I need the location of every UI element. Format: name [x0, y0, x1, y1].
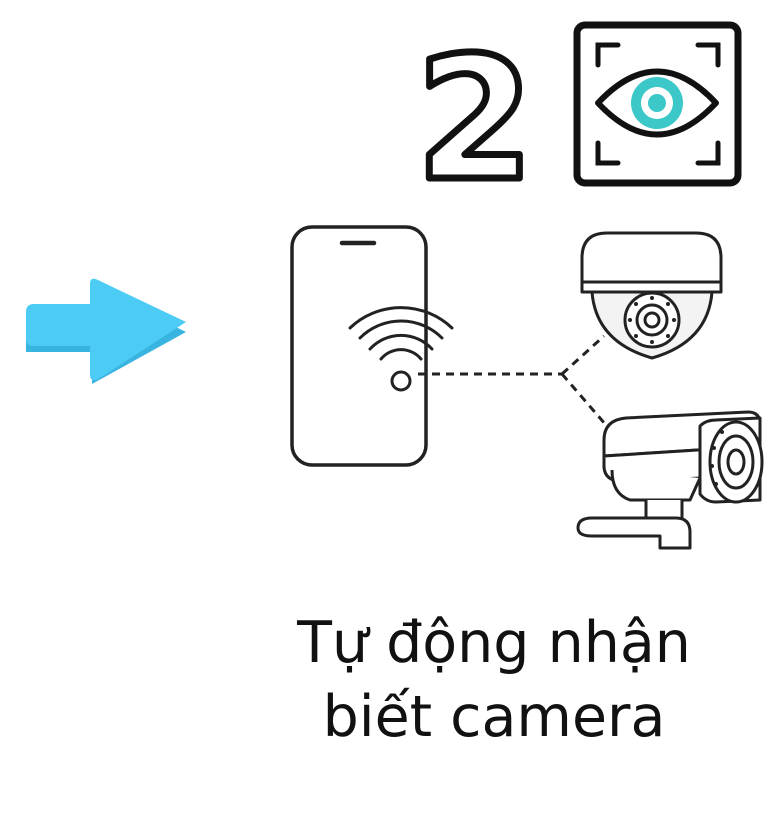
smartphone-icon — [290, 225, 428, 467]
network-connection-lines — [418, 334, 614, 433]
caption-line-2: biết camera — [322, 684, 666, 750]
caption-line-1: Tự động nhận — [297, 610, 691, 676]
step-number: 2 — [412, 20, 537, 200]
bullet-camera-icon — [576, 410, 764, 550]
eye-scan-icon — [573, 21, 742, 187]
wifi-icon — [348, 306, 454, 392]
arrow-right-icon — [26, 278, 186, 384]
step-number-text: 2 — [416, 21, 534, 200]
dome-camera-icon — [580, 231, 723, 360]
caption: Tự động nhận biết camera — [220, 606, 768, 754]
